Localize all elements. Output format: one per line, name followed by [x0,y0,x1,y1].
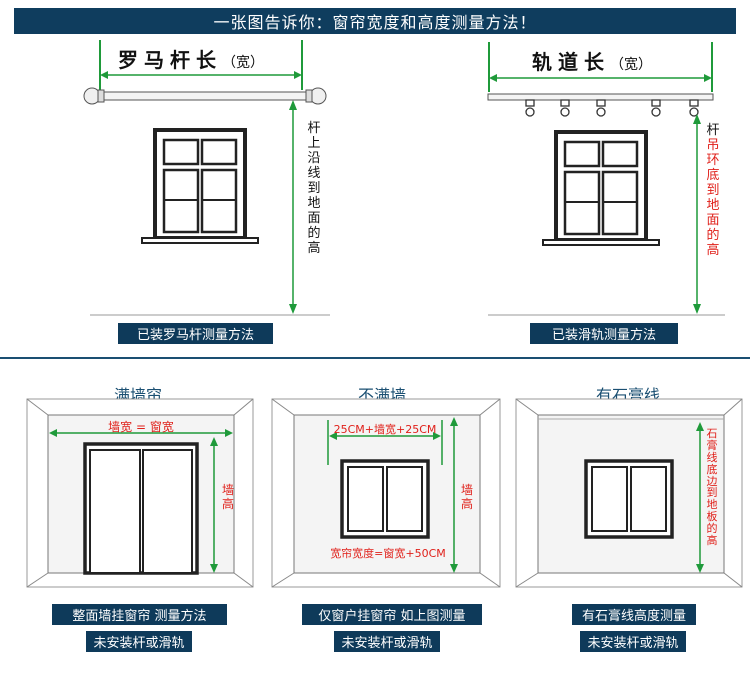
track-height-label-char: 高 [706,242,720,258]
partial-wall-height-label-char: 高 [460,496,473,511]
track-height-label-char: 杆 [706,123,720,138]
roman-rod-height-label-char: 线 [307,165,321,181]
roman-rod-height-label: 杆上沿线到地面的高 [304,121,324,256]
section-divider [0,357,750,359]
roman-rod-height-label-char: 高 [307,240,321,256]
track-diagram [487,42,725,316]
plaster-caption-2: 未安装杆或滑轨 [580,631,686,652]
partial-wall-caption-1: 仅窗户挂窗帘 如上图测量 [302,604,482,625]
track-height-label-char: 地 [706,197,720,213]
roman-rod-height-label-char: 杆 [307,121,321,136]
track-height-label: 杆吊环底到地面的高 [703,123,723,258]
partial-wall-width-label: 25CM+墙宽+25CM [333,423,437,436]
track-height-label-char: 面 [706,212,720,228]
plaster-height-label-char: 膏 [706,438,718,452]
curtain-track [487,93,714,101]
roman-rod-diagram [83,40,330,316]
plaster-height-label-char: 的 [706,522,718,535]
roman-rod-height-label-char: 上 [307,135,321,151]
partial-wall-height-label-char: 墙 [460,483,473,497]
roman-rod-height-label-char: 沿 [307,150,321,166]
track-height-label-char: 吊 [706,137,720,153]
full-wall-caption-1: 整面墙挂窗帘 测量方法 [52,604,227,625]
plaster-height-label-char: 到 [706,486,718,500]
track-height-label-char: 环 [706,152,720,168]
full-wall-caption-2: 未安装杆或滑轨 [86,631,192,652]
plaster-height-label-char: 底 [706,462,718,476]
partial-wall-height-label: 墙高 [459,483,475,512]
partial-wall-diagram [271,398,501,588]
full-wall-height-label: 墙高 [220,483,236,512]
full-wall-height-label-char: 高 [221,496,234,511]
plaster-height-label: 石膏线底边到地板的高 [704,428,720,547]
window-graphic-3 [340,459,430,539]
full-wall-height-label-char: 墙 [221,483,234,497]
roman-rod-width-label: 罗马杆长 （宽） [118,48,264,72]
track-height-label-char: 的 [706,227,720,243]
roman-rod [94,91,311,101]
roman-rod-height-label-char: 地 [307,195,321,211]
full-wall-width-label: 墙宽 = 窗宽 [108,420,174,434]
roman-rod-height-label-char: 到 [307,180,321,196]
window-graphic-2 [542,130,660,246]
plaster-height-label-char: 板 [706,510,718,524]
track-height-label-char: 底 [706,167,720,183]
partial-wall-extra-label: 宽帘宽度=窗宽+50CM [330,547,446,560]
plaster-height-label-char: 石 [706,427,718,440]
track-width-label: 轨道长 （宽） [532,50,652,74]
roman-rod-height-label-char: 的 [307,225,321,241]
window-graphic-4 [584,459,674,539]
plaster-height-label-char: 地 [706,498,718,512]
partial-wall-caption-2: 未安装杆或滑轨 [334,631,440,652]
window-graphic [141,128,259,244]
plaster-caption-1: 有石膏线高度测量 [572,604,696,625]
track-height-label-char: 到 [706,182,720,198]
track-caption: 已装滑轨测量方法 [530,323,678,344]
title-banner: 一张图告诉你：窗帘宽度和高度测量方法！ [14,8,736,34]
roman-rod-height-label-char: 面 [307,210,321,226]
plaster-height-label-char: 线 [706,450,718,464]
door-graphic [83,442,199,575]
plaster-diagram [515,398,743,588]
roman-rod-caption: 已装罗马杆测量方法 [118,323,273,344]
plaster-height-label-char: 高 [706,533,718,547]
page-title: 一张图告诉你：窗帘宽度和高度测量方法！ [213,13,537,32]
full-wall-diagram [26,398,254,588]
plaster-height-label-char: 边 [706,474,718,488]
